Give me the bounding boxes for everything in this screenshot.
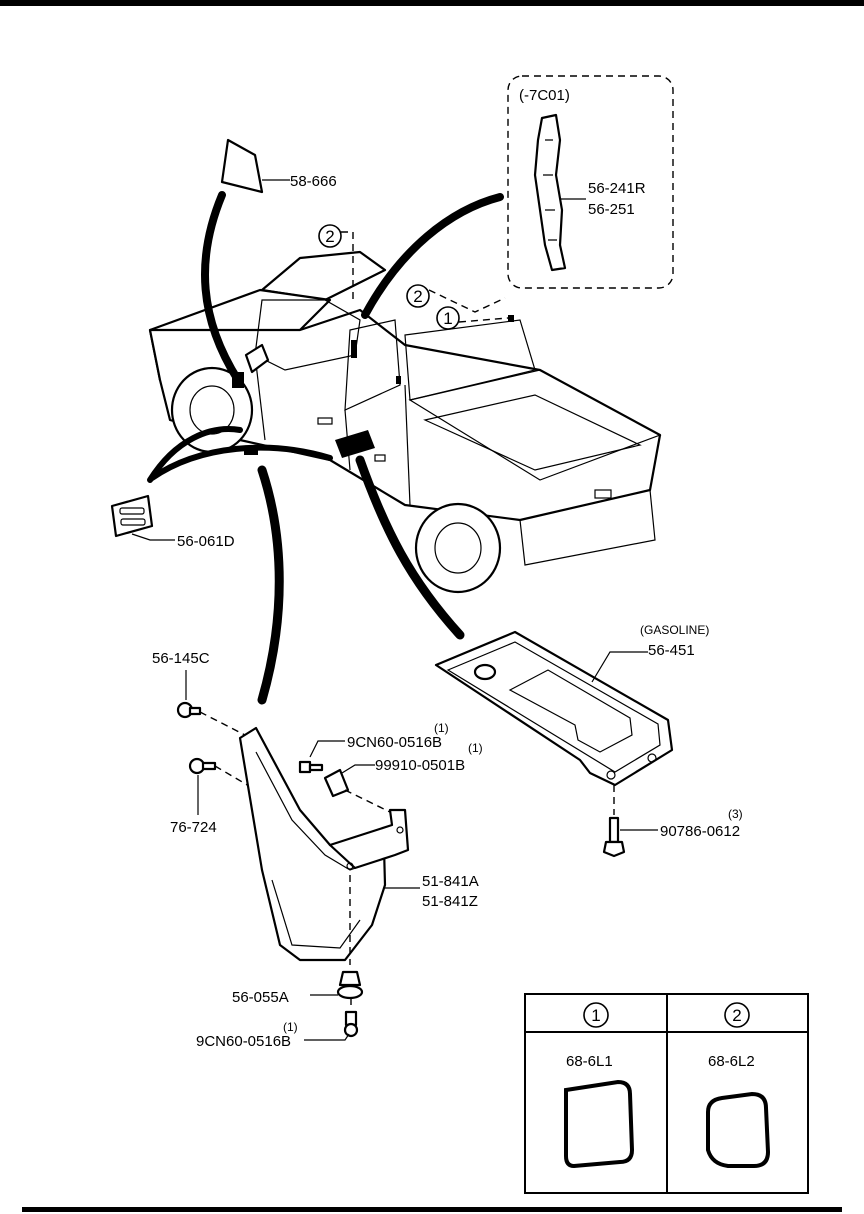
callout-roof-group: 2 1 <box>406 284 514 330</box>
label-76724: 76-724 <box>170 819 217 836</box>
label-51841A: 51-841A <box>422 873 479 890</box>
legend-col2-part: 68-6L2 <box>708 1053 755 1070</box>
leader-arc-56061-a <box>147 426 243 483</box>
top-border <box>0 0 864 6</box>
note-gasoline: (GASOLINE) <box>640 623 709 637</box>
qty-9CN60-a: (1) <box>434 721 449 735</box>
leader-arc-58666 <box>201 191 242 384</box>
legend-table: 1 2 68-6L1 68-6L2 <box>524 993 809 1194</box>
variant-note: (-7C01) <box>519 87 570 104</box>
label-56451: 56-451 <box>648 642 695 659</box>
callout-2-cab-num: 2 <box>325 227 334 246</box>
callout-2-roof-num: 2 <box>413 287 422 306</box>
label-56241R: 56-241R <box>588 180 646 197</box>
part-mudflap-assembly: 56-145C 76-724 (1) 9CN60-0516B (1) 99910… <box>152 650 483 1050</box>
label-56055A: 56-055A <box>232 989 289 1006</box>
qty-90786: (3) <box>728 807 743 821</box>
part-56451: (GASOLINE) 56-451 (3) 90786-0612 <box>434 623 743 858</box>
label-56061D: 56-061D <box>177 533 235 550</box>
label-56145C: 56-145C <box>152 650 210 667</box>
label-56251: 56-251 <box>588 201 635 218</box>
part-56061D: 56-061D <box>110 494 235 550</box>
leader-arc-mudflap <box>257 465 284 705</box>
legend-col2-num: 2 <box>732 1006 741 1025</box>
qty-99910: (1) <box>468 741 483 755</box>
leader-arc-56061-b <box>149 444 333 481</box>
truck-illustration <box>148 250 662 594</box>
leader-arc-56451 <box>355 455 465 640</box>
callout-2-cab: 2 <box>318 224 357 358</box>
label-58666: 58-666 <box>290 173 337 190</box>
leader-arc-56241 <box>361 193 504 319</box>
legend-col1-part: 68-6L1 <box>566 1053 613 1070</box>
legend-col1-num: 1 <box>591 1006 600 1025</box>
part-58666: 58-666 <box>220 138 337 194</box>
label-9CN60-b: 9CN60-0516B <box>196 1033 291 1050</box>
label-99910: 99910-0501B <box>375 757 465 774</box>
label-90786: 90786-0612 <box>660 823 740 840</box>
label-9CN60-a: 9CN60-0516B <box>347 734 442 751</box>
qty-9CN60-b: (1) <box>283 1020 298 1034</box>
callout-1-roof-num: 1 <box>443 309 452 328</box>
label-51841Z: 51-841Z <box>422 893 478 910</box>
bottom-border <box>22 1207 842 1212</box>
variant-box: (-7C01) 56-241R 56-251 <box>507 75 674 289</box>
